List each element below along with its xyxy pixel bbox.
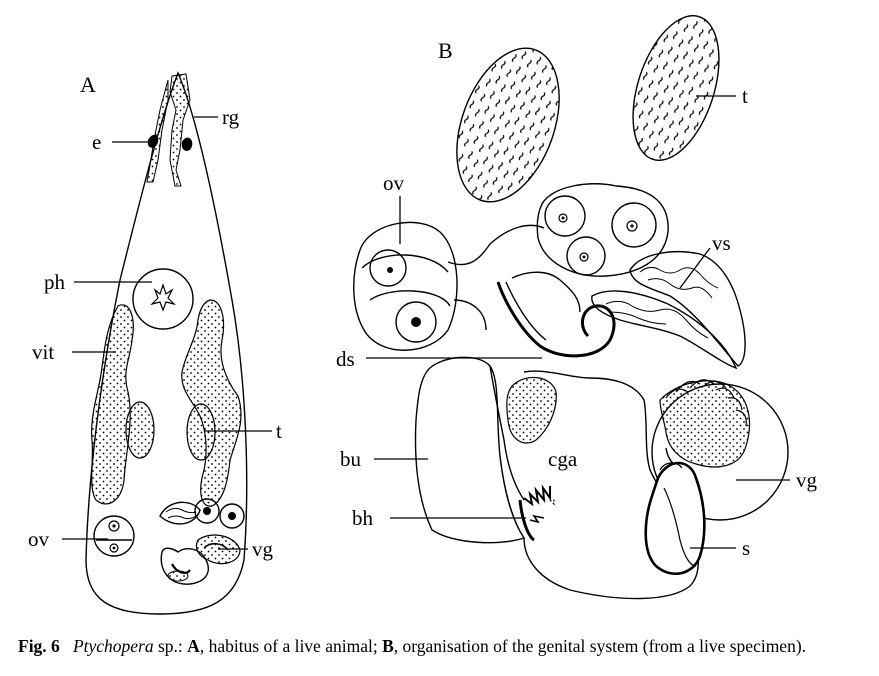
caption-a-text: , habitus of a live animal; (199, 636, 383, 656)
atrial-gland (506, 376, 557, 444)
bursal-hooks (518, 484, 555, 542)
leader-b-vs (679, 247, 711, 289)
oviduct (447, 224, 545, 266)
oviduct-lower (453, 299, 487, 331)
genital-complex (159, 498, 245, 585)
label-vg: vg (252, 537, 274, 561)
panel-a: A (28, 71, 282, 615)
caption-sp: sp.: (153, 636, 188, 656)
testis-right (186, 403, 216, 461)
pharynx (132, 268, 194, 330)
ovary-b-right (536, 183, 669, 277)
body-outline (85, 71, 248, 615)
bursa-duct (489, 365, 525, 501)
label-e: e (92, 130, 101, 154)
figure-caption: Fig. 6 Ptychopera sp.: A, habitus of a l… (18, 636, 868, 657)
caption-genus: Ptychopera (72, 636, 154, 656)
label-b-bu: bu (340, 447, 362, 471)
label-vit: vit (32, 340, 54, 364)
vagina (651, 379, 789, 521)
pharynx-mouth-icon (150, 283, 176, 312)
label-ph: ph (44, 270, 66, 294)
ovary-b (353, 221, 458, 351)
label-b-cga: cga (548, 447, 578, 471)
caption-b-letter: B (382, 636, 394, 656)
label-b-ov: ov (383, 171, 405, 195)
label-b-vs: vs (712, 231, 731, 255)
rhabdite-glands (146, 73, 191, 187)
ductus-seminalis-inner (505, 281, 547, 341)
testis-left (125, 401, 155, 459)
panel-a-title: A (80, 72, 96, 97)
caption-b-text: , organisation of the genital system (fr… (393, 636, 807, 656)
panel-b-title: B (438, 38, 453, 63)
caption-fig-number: Fig. 6 (18, 636, 60, 656)
label-b-vg: vg (796, 468, 818, 492)
seminal-vesicle (591, 251, 746, 370)
caption-a-letter: A (187, 636, 200, 656)
label-b-s: s (742, 536, 750, 560)
testis-b-left (456, 47, 560, 203)
label-b-ds: ds (336, 347, 355, 371)
panel-b: B (336, 15, 818, 600)
testis-b-right (632, 15, 720, 161)
bursa (414, 356, 526, 544)
label-b-t: t (742, 84, 748, 108)
vitellarium-left (91, 304, 134, 505)
label-t: t (276, 419, 282, 443)
label-b-bh: bh (352, 506, 374, 530)
label-rg: rg (222, 105, 240, 129)
label-ov: ov (28, 527, 50, 551)
vitellarium-right (181, 299, 242, 507)
ovary (93, 515, 135, 557)
eye-right (181, 137, 193, 151)
ductus-seminalis (496, 281, 616, 358)
eye-left (147, 134, 159, 148)
duct-loop (511, 271, 581, 313)
sclerotized-organ (644, 461, 706, 576)
